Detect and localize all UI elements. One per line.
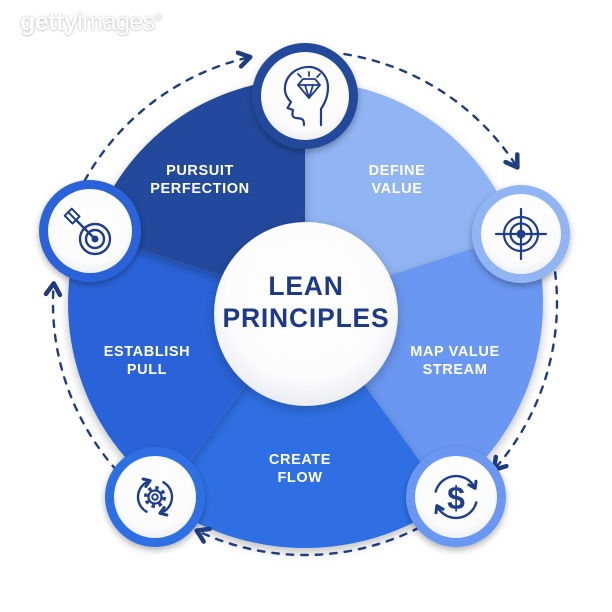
gear-cycle-icon (136, 477, 174, 517)
badge-pursuit-perfection (252, 43, 358, 149)
arrowhead-icon (43, 281, 63, 298)
arrowhead-icon (235, 50, 253, 69)
label-create-line2: FLOW (277, 470, 322, 486)
watermark-brand-bold: getty (20, 8, 78, 36)
badge-map-value-stream: $ (406, 447, 506, 547)
label-map-line1: MAP VALUE (410, 344, 499, 360)
arc-left-to-top (83, 56, 250, 182)
crosshair-target-icon (494, 207, 548, 261)
watermark-registered-mark: ® (154, 12, 162, 24)
center-title-line2: PRINCIPLES (222, 303, 389, 333)
cycle-dashed-arcs (51, 52, 559, 557)
badge-establish-pull (39, 180, 141, 282)
label-map-line2: STREAM (423, 362, 488, 378)
label-establish-line1: ESTABLISH (104, 344, 191, 360)
badge-face (114, 456, 196, 538)
arrowhead-icon (194, 526, 212, 544)
center-disc (214, 222, 398, 406)
label-define-line1: DEFINE (369, 163, 426, 179)
arrowhead-icon (503, 152, 520, 170)
center-title-line1: LEAN (268, 271, 343, 301)
crosshair-center-dot (516, 229, 526, 239)
head-diamond-icon (283, 65, 330, 127)
label-establish-line2: PULL (127, 362, 167, 378)
label-pursuit-line2: PERFECTION (150, 181, 249, 197)
label-define-line2: VALUE (371, 181, 422, 197)
badge-define-value (472, 185, 570, 283)
segment-labels: PURSUIT PERFECTION DEFINE VALUE MAP VALU… (104, 163, 499, 486)
dollar-cycle-icon: $ (434, 474, 478, 520)
badge-create-flow (105, 447, 205, 547)
badge-face (261, 52, 349, 140)
cycle-arrowheads (43, 50, 520, 544)
watermark-brand-light: images (77, 8, 155, 36)
segment-create-flow (161, 303, 449, 548)
label-pursuit-line1: PURSUIT (166, 163, 234, 179)
dollar-sign: $ (447, 480, 465, 516)
arc-top-to-right (343, 52, 518, 167)
label-create-line1: CREATE (269, 452, 331, 468)
center-circle: LEAN PRINCIPLES (214, 222, 398, 406)
arc-bottomright-to-bottomleft (197, 526, 421, 557)
arc-right-to-bottomright (494, 271, 559, 470)
arc-bottomleft-to-left (51, 284, 128, 483)
gettyimages-watermark: gettyimages® (20, 8, 162, 37)
dart-target-icon (63, 207, 112, 256)
badge-face (415, 456, 497, 538)
